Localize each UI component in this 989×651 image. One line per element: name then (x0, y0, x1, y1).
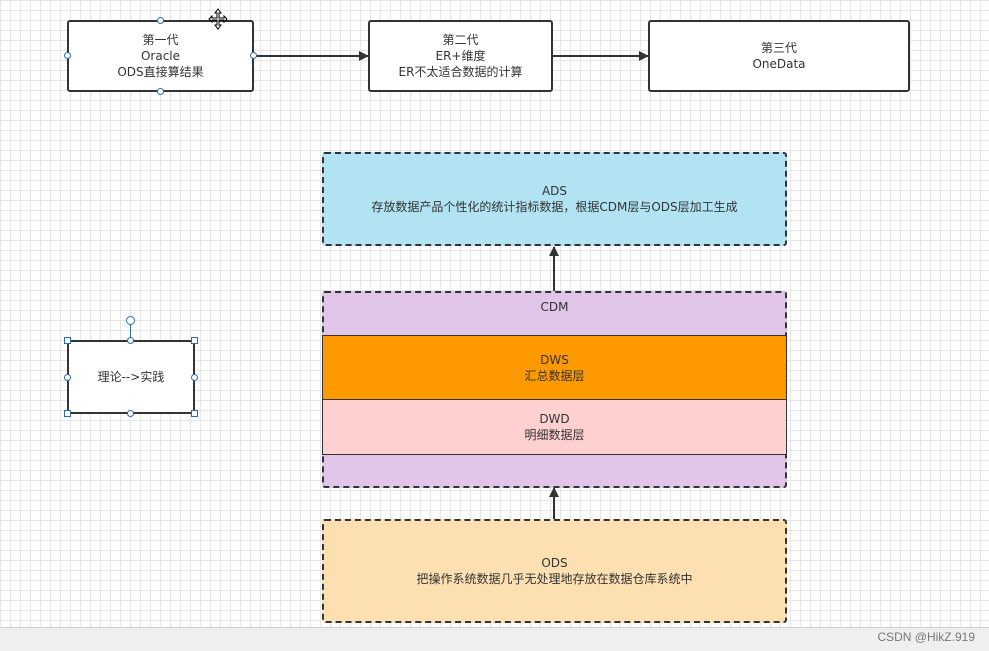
dwd-title: DWD (539, 412, 570, 426)
gen1-handle-bottom[interactable] (157, 88, 164, 95)
gen2-box[interactable]: 第二代 ER+维度 ER不太适合数据的计算 (368, 20, 553, 92)
gen3-line1: 第三代 (760, 41, 797, 55)
cdm-layer[interactable]: CDM DWS 汇总数据层 DWD 明细数据层 (322, 291, 787, 488)
gen1-handle-right[interactable] (250, 52, 257, 59)
gen2-line1: 第二代 (442, 33, 479, 47)
gen2-line3: ER不太适合数据的计算 (398, 65, 523, 79)
horizontal-scrollbar[interactable] (0, 627, 989, 651)
move-cursor-icon (208, 8, 228, 30)
gen1-handle-top[interactable] (157, 17, 164, 24)
side-note-text: 理论-->实践 (97, 370, 165, 384)
gen1-line1: 第一代 (142, 33, 179, 47)
side-note-handle-bl[interactable] (64, 410, 71, 417)
gen1-handle-left[interactable] (64, 52, 71, 59)
gen3-box[interactable]: 第三代 OneData (648, 20, 910, 92)
gen3-line2: OneData (752, 57, 806, 71)
ads-title: ADS (541, 184, 568, 198)
dwd-desc: 明细数据层 (524, 428, 585, 442)
gen2-line2: ER+维度 (435, 49, 486, 63)
rotate-handle[interactable] (126, 316, 135, 325)
side-note-box[interactable]: 理论-->实践 (67, 340, 195, 414)
gen1-line2: Oracle (140, 49, 181, 63)
gen1-box[interactable]: 第一代 Oracle ODS直接算结果 (67, 20, 254, 92)
ods-title: ODS (541, 556, 568, 570)
ods-desc: 把操作系统数据几乎无处理地存放在数据仓库系统中 (416, 572, 693, 586)
side-note-handle-tm[interactable] (127, 337, 134, 344)
gen1-line3: ODS直接算结果 (117, 65, 204, 79)
dwd-layer[interactable]: DWD 明细数据层 (322, 399, 787, 455)
ods-layer[interactable]: ODS 把操作系统数据几乎无处理地存放在数据仓库系统中 (322, 519, 787, 623)
side-note-handle-bm[interactable] (127, 410, 134, 417)
side-note-handle-br[interactable] (191, 410, 198, 417)
ads-layer[interactable]: ADS 存放数据产品个性化的统计指标数据，根据CDM层与ODS层加工生成 (322, 152, 787, 246)
dws-title: DWS (540, 352, 569, 367)
rotate-handle-line (130, 324, 131, 340)
ads-desc: 存放数据产品个性化的统计指标数据，根据CDM层与ODS层加工生成 (371, 200, 738, 214)
side-note-handle-mr[interactable] (191, 374, 198, 381)
side-note-handle-ml[interactable] (64, 374, 71, 381)
dws-desc: 汇总数据层 (524, 368, 585, 383)
side-note-handle-tr[interactable] (191, 337, 198, 344)
dws-layer[interactable]: DWS 汇总数据层 (322, 335, 787, 400)
watermark: CSDN @HikZ.919 (877, 630, 975, 644)
side-note-handle-tl[interactable] (64, 337, 71, 344)
cdm-title: CDM (540, 300, 569, 314)
